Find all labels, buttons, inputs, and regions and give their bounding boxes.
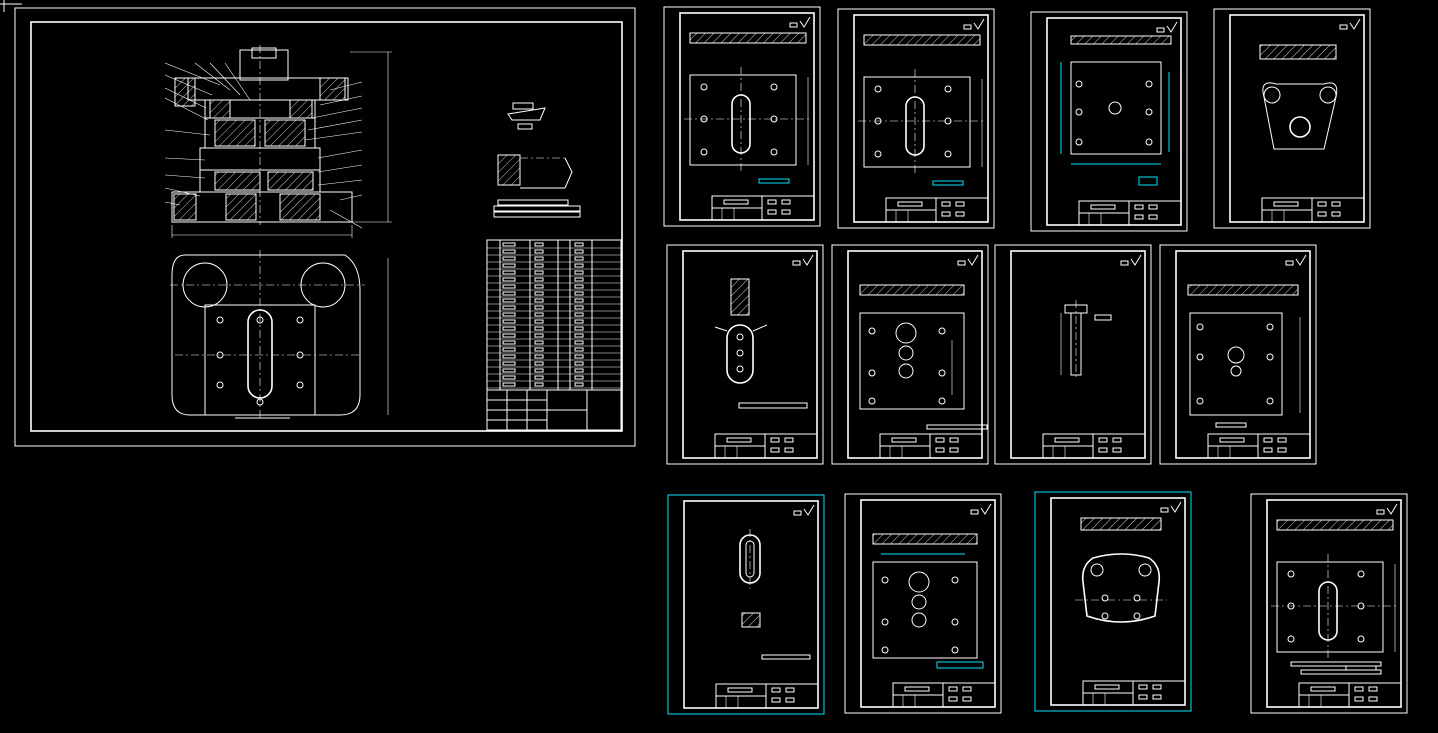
sheet-border (1213, 8, 1371, 229)
sheet-title-block[interactable] (1078, 200, 1182, 226)
sheet-frame (1010, 250, 1146, 459)
part-view-plate-holes[interactable] (859, 284, 988, 430)
assembly-plan-view[interactable] (170, 250, 389, 420)
sheet-frame (1266, 499, 1402, 708)
sheet-frame (679, 12, 815, 221)
assembly-section-view[interactable] (171, 45, 392, 238)
sheet-title-block[interactable] (879, 433, 983, 459)
surface-finish-icon (799, 16, 811, 28)
sheet-title-block[interactable] (885, 197, 989, 223)
sheet-border (1034, 491, 1192, 712)
sheet-title-block[interactable] (711, 195, 815, 221)
sheet-border (831, 244, 989, 465)
part-view-pin[interactable] (1060, 300, 1112, 380)
part-sheet-p11[interactable] (1034, 491, 1192, 712)
sheet-title-block[interactable] (714, 433, 818, 459)
sheet-border (1250, 493, 1408, 714)
surface-finish-icon (1386, 503, 1398, 515)
sheet-frame (853, 14, 989, 223)
assembly-strip-layout[interactable] (493, 102, 581, 218)
sheet-border (663, 6, 821, 227)
sheet-title-block[interactable] (892, 682, 996, 708)
part-sheet-p9[interactable] (667, 494, 825, 715)
part-view-bracket-round[interactable] (1259, 44, 1338, 150)
surface-finish-icon (967, 254, 979, 266)
part-view-slot-punch-small[interactable] (739, 529, 811, 660)
part-view-plate-cyan-dims[interactable] (1060, 35, 1172, 186)
part-sheet-p4[interactable] (1213, 8, 1371, 229)
sheet-border (667, 494, 825, 715)
assembly-title-block[interactable] (486, 389, 622, 431)
part-sheet-p12[interactable] (1250, 493, 1408, 714)
part-sheets[interactable] (663, 6, 1408, 715)
sheet-title-block[interactable] (715, 683, 819, 709)
surface-finish-icon (980, 503, 992, 515)
surface-finish-icon (1349, 18, 1361, 30)
surface-finish-icon (1295, 254, 1307, 266)
surface-finish-icon (803, 504, 815, 516)
assembly-leader-lines-right (304, 81, 363, 229)
sheet-title-block[interactable] (1298, 682, 1402, 708)
part-sheet-p6[interactable] (831, 244, 989, 465)
sheet-title-block[interactable] (1207, 433, 1311, 459)
surface-finish-icon (973, 18, 985, 30)
sheet-title-block[interactable] (1261, 197, 1365, 223)
part-sheet-p3[interactable] (1030, 11, 1188, 232)
part-view-round-plate[interactable] (1075, 517, 1167, 623)
sheet-frame (860, 499, 996, 708)
sheet-border (994, 244, 1152, 465)
part-view-plate-holes-cyan[interactable] (872, 533, 984, 669)
assembly-parts-list[interactable] (486, 239, 622, 391)
part-sheet-p7[interactable] (994, 244, 1152, 465)
surface-finish-icon (1130, 254, 1142, 266)
sheet-border (844, 493, 1002, 714)
sheet-border (837, 8, 995, 229)
part-sheet-p1[interactable] (663, 6, 821, 227)
part-sheet-p10[interactable] (844, 493, 1002, 714)
assembly-sheet-border (14, 7, 636, 447)
surface-finish-icon (1166, 21, 1178, 33)
part-view-plate-with-slot[interactable] (858, 34, 984, 186)
assembly-leader-lines-left (164, 62, 251, 206)
sheet-border (1159, 244, 1317, 465)
part-sheet-p2[interactable] (837, 8, 995, 229)
part-sheet-p5[interactable] (666, 244, 824, 465)
part-view-plate-with-slot[interactable] (684, 32, 810, 184)
ucs-origin-icon (0, 0, 22, 12)
sheet-border (1030, 11, 1188, 232)
assembly-sheet-frame (30, 21, 623, 432)
part-view-plate-with-slot-dims[interactable] (1271, 519, 1397, 675)
surface-finish-icon (1170, 501, 1182, 513)
part-view-plate-centre-hole[interactable] (1187, 284, 1301, 428)
sheet-frame (682, 250, 818, 459)
sheet-title-block[interactable] (1042, 433, 1146, 459)
sheet-border (666, 244, 824, 465)
sheet-frame (683, 500, 819, 709)
assembly-sheet[interactable] (14, 7, 636, 447)
sheet-frame (847, 250, 983, 459)
part-view-punch-slot[interactable] (714, 278, 808, 409)
surface-finish-icon (802, 254, 814, 266)
sheet-title-block[interactable] (1082, 680, 1186, 706)
part-sheet-p8[interactable] (1159, 244, 1317, 465)
